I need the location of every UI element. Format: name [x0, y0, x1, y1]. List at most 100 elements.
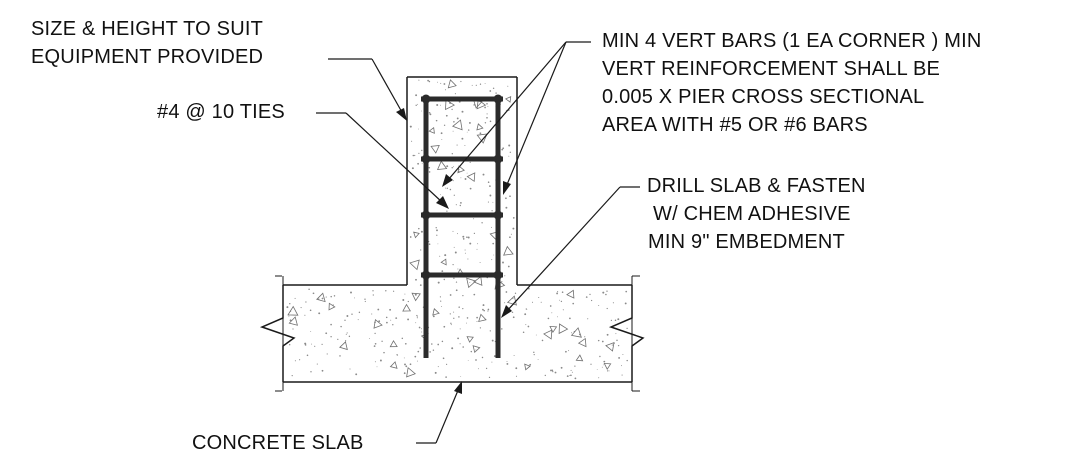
stipple-dot — [304, 342, 307, 345]
aggregate-triangle — [287, 305, 299, 316]
stipple-dot — [616, 339, 618, 342]
stipple-dot — [299, 359, 301, 361]
stipple-dot — [513, 355, 515, 356]
stipple-dot — [409, 236, 412, 238]
stipple-dot — [587, 318, 589, 320]
stipple-dot — [330, 336, 332, 338]
concrete-stipple — [286, 79, 628, 380]
stipple-dot — [601, 366, 603, 368]
stipple-dot — [515, 367, 518, 370]
stipple-dot — [462, 307, 464, 310]
stipple-dot — [429, 113, 432, 116]
stipple-dot — [294, 360, 296, 362]
stipple-dot — [378, 320, 381, 323]
stipple-dot — [462, 346, 465, 348]
stipple-dot — [419, 347, 421, 349]
label-drill-slab-line3: MIN 9" EMBEDMENT — [648, 231, 845, 253]
label-size-height-line1: SIZE & HEIGHT TO SUIT — [31, 18, 264, 40]
stipple-dot — [489, 90, 492, 92]
stipple-dot — [416, 316, 418, 318]
stipple-dot — [508, 144, 511, 147]
stipple-dot — [469, 242, 472, 245]
stipple-dot — [467, 129, 470, 131]
stipple-dot — [529, 363, 532, 366]
stipple-dot — [617, 344, 620, 347]
left-break-line — [259, 285, 296, 382]
stipple-dot — [389, 308, 392, 311]
stipple-dot — [537, 358, 539, 360]
stipple-dot — [452, 130, 454, 132]
stipple-dot — [337, 338, 339, 341]
aggregate-triangle — [452, 119, 463, 131]
stipple-dot — [466, 131, 468, 133]
stipple-dot — [351, 313, 353, 315]
stipple-dot — [512, 217, 515, 219]
stipple-dot — [515, 375, 518, 377]
stipple-dot — [512, 227, 515, 230]
stipple-dot — [524, 313, 527, 316]
stipple-dot — [385, 316, 388, 319]
stipple-dot — [505, 291, 508, 293]
stipple-dot — [446, 363, 448, 365]
stipple-dot — [473, 218, 475, 220]
stipple-dot — [554, 371, 557, 374]
stipple-dot — [444, 89, 447, 91]
stipple-dot — [294, 297, 296, 299]
aggregate-triangle — [406, 366, 416, 378]
stipple-dot — [325, 332, 328, 335]
stipple-dot — [501, 281, 503, 283]
stipple-dot — [501, 328, 503, 330]
stipple-dot — [502, 261, 504, 264]
stipple-dot — [487, 201, 489, 203]
aggregate-triangle — [445, 99, 456, 111]
stipple-dot — [427, 79, 429, 82]
stipple-dot — [626, 359, 628, 362]
aggregate-triangle — [558, 323, 569, 335]
stipple-dot — [440, 300, 442, 302]
stipple-dot — [414, 355, 417, 358]
stipple-dot — [412, 154, 415, 157]
stipple-dot — [606, 290, 608, 292]
stipple-dot — [453, 246, 455, 248]
aggregate-triangle — [473, 275, 483, 286]
stipple-dot — [417, 350, 420, 353]
stipple-dot — [288, 315, 290, 317]
stipple-dot — [467, 236, 470, 239]
stipple-dot — [585, 296, 588, 298]
stipple-dot — [492, 242, 495, 245]
aggregate-triangle — [466, 336, 474, 343]
aggregate-triangle — [413, 231, 420, 239]
stipple-dot — [460, 177, 462, 179]
stipple-dot — [434, 371, 437, 374]
stipple-dot — [528, 287, 530, 290]
stipple-dot — [525, 308, 527, 310]
stipple-dot — [489, 330, 491, 332]
aggregate-triangle — [570, 327, 582, 338]
stipple-dot — [392, 324, 394, 326]
stipple-dot — [428, 243, 431, 245]
stipple-dot — [311, 343, 313, 345]
leader-ties — [316, 112, 449, 209]
stipple-dot — [622, 354, 624, 355]
stipple-dot — [436, 229, 438, 232]
stipple-dot — [457, 337, 460, 340]
stipple-dot — [321, 297, 324, 300]
stipple-dot — [509, 195, 511, 198]
stipple-dot — [421, 331, 423, 333]
stipple-dot — [466, 236, 468, 238]
stipple-dot — [569, 317, 571, 320]
label-drill-slab-line2: W/ CHEM ADHESIVE — [653, 203, 851, 225]
stipple-dot — [487, 105, 489, 107]
aggregate-triangle — [389, 361, 398, 369]
label-vert-bars-line3: 0.005 X PIER CROSS SECTIONAL — [602, 86, 925, 108]
aggregate-triangle — [328, 302, 336, 311]
stipple-dot — [451, 153, 453, 155]
stipple-dot — [385, 290, 387, 292]
stipple-dot — [606, 370, 609, 372]
label-vert-bars-line1: MIN 4 VERT BARS (1 EA CORNER ) MIN — [602, 30, 982, 52]
label-vert-bars-line2: VERT REINFORCEMENT SHALL BE — [602, 58, 941, 80]
stipple-dot — [464, 252, 466, 254]
aggregate-triangle — [603, 362, 612, 371]
stipple-dot — [488, 376, 491, 379]
stipple-dot — [549, 305, 552, 307]
